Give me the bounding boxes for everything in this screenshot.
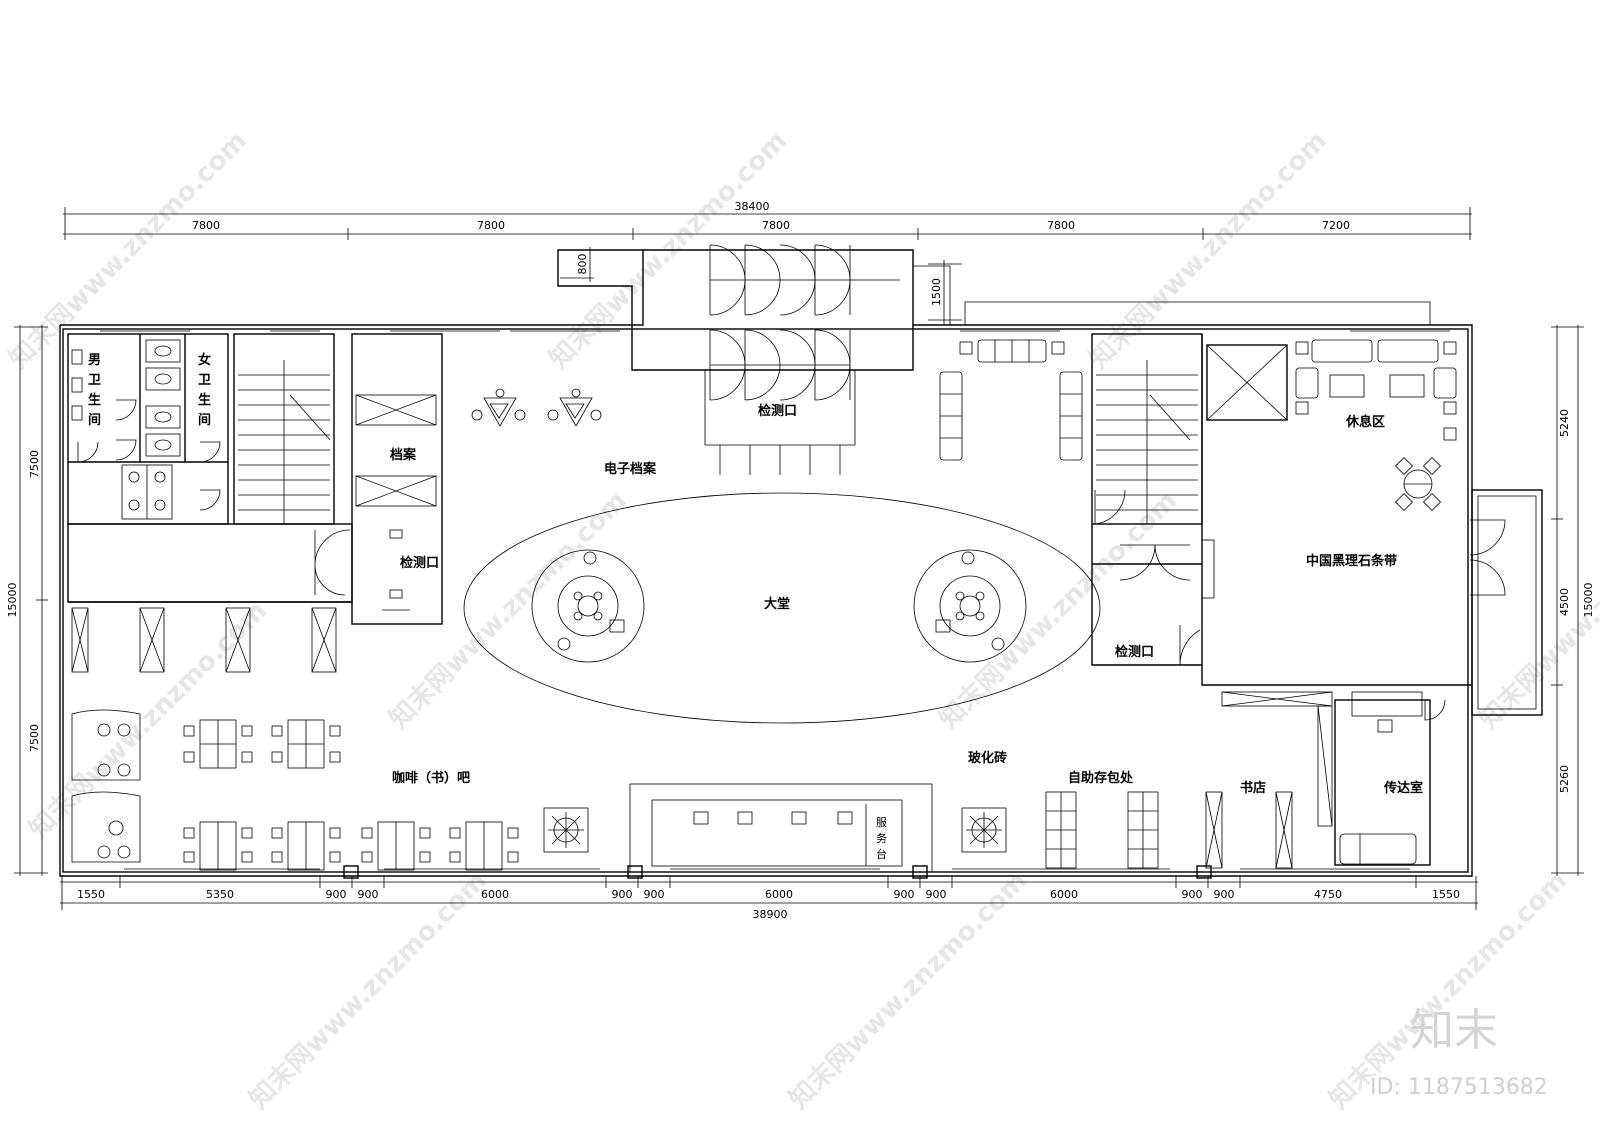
dim-total-left: 15000	[6, 583, 19, 618]
service-desk	[629, 783, 933, 873]
dimension-left: 7500 7500 15000	[6, 325, 48, 876]
id-watermark: ID: 1187513682	[1370, 1075, 1548, 1100]
room-label-checkpoint-left: 检测口	[400, 555, 439, 571]
dim-small: 800	[576, 254, 589, 275]
dim-segment: 900	[926, 888, 947, 901]
stairs-right	[1096, 360, 1198, 524]
dim-segment: 900	[644, 888, 665, 901]
dim-total-bottom: 38900	[753, 908, 788, 921]
brand-watermark: 知末	[1410, 1005, 1498, 1056]
watermark: 知末网www.znzmo.com	[384, 486, 633, 735]
room-label-tiles: 玻化砖	[968, 750, 1007, 766]
dimension-bottom: 1550 5350 900 900 6000 900 900 6000 900 …	[60, 876, 1478, 921]
room-label-lockers: 自助存包处	[1068, 770, 1134, 786]
dim-segment: 900	[612, 888, 633, 901]
watermark-layer: 知末网www.znzmo.com 知末网www.znzmo.com 知末网www…	[4, 126, 1600, 1115]
walls	[59, 249, 1543, 879]
room-label-mens-wc: 生	[88, 392, 101, 408]
dim-segment: 900	[358, 888, 379, 901]
room-label-mens-wc: 间	[88, 412, 101, 428]
dim-segment: 6000	[765, 888, 793, 901]
dim-total-right: 15000	[1582, 583, 1595, 618]
cafe-furniture	[71, 607, 519, 871]
room-label-womens-wc: 间	[198, 412, 211, 428]
dim-segment: 7800	[477, 219, 505, 232]
room-label-checkpoint-right: 检测口	[1115, 644, 1154, 660]
stairs-left	[238, 360, 331, 524]
dim-segment: 7800	[1047, 219, 1075, 232]
room-label-checkpoint-top: 检测口	[758, 403, 797, 419]
dimension-small: 800 1500	[560, 247, 962, 324]
dim-segment: 4750	[1314, 888, 1342, 901]
room-label-service-desk: 台	[876, 847, 887, 861]
doors	[77, 399, 1506, 721]
archive-shelves	[355, 394, 437, 599]
dim-segment: 900	[326, 888, 347, 901]
dim-small: 1500	[930, 278, 943, 306]
dim-segment: 6000	[481, 888, 509, 901]
room-label-mens-wc: 男	[88, 353, 101, 368]
room-label-reception: 传达室	[1383, 780, 1423, 796]
lockers	[1045, 791, 1159, 869]
room-label-womens-wc: 卫	[198, 373, 211, 388]
room-label-lobby: 大堂	[764, 596, 790, 612]
dimension-top: 38400 7800 7800 7800 7800 7200	[63, 200, 1472, 240]
room-label-mens-wc: 卫	[88, 373, 101, 388]
dim-segment: 7500	[28, 724, 41, 752]
dim-segment: 7800	[762, 219, 790, 232]
dim-segment: 6000	[1050, 888, 1078, 901]
dim-segment: 5260	[1558, 765, 1571, 793]
sofa-area	[939, 339, 1083, 461]
dim-segment: 7500	[28, 450, 41, 478]
dim-segment: 900	[1214, 888, 1235, 901]
lounge-furniture	[1201, 339, 1457, 599]
dim-total-top: 38400	[735, 200, 770, 213]
dim-segment: 4500	[1558, 588, 1571, 616]
room-label-bookstore: 书店	[1240, 780, 1266, 796]
room-label-womens-wc: 生	[198, 392, 211, 408]
room-label-service-desk: 服	[876, 816, 887, 829]
dim-segment: 5240	[1558, 409, 1571, 437]
planters	[543, 807, 1007, 853]
room-label-marble-strip: 中国黑理石条带	[1306, 553, 1397, 569]
room-label-service-desk: 务	[876, 832, 887, 845]
watermark: 知末网www.znzmo.com	[1084, 126, 1333, 375]
room-label-e-archive: 电子档案	[604, 461, 657, 477]
bookstore-shelves	[1205, 691, 1333, 869]
lobby-furniture	[382, 388, 1101, 724]
dim-segment: 5350	[206, 888, 234, 901]
room-label-womens-wc: 女	[198, 352, 211, 368]
watermark: 知末网www.znzmo.com	[4, 126, 253, 375]
watermark: 知末网www.znzmo.com	[934, 486, 1183, 735]
entrance-doors	[704, 244, 900, 475]
room-label-archive: 档案	[390, 447, 417, 463]
dim-segment: 1550	[77, 888, 105, 901]
room-label-cafe: 咖啡（书）吧	[392, 770, 470, 786]
dim-segment: 7200	[1322, 219, 1350, 232]
dimension-right: 5240 4500 5260 15000	[1551, 325, 1595, 876]
dim-segment: 7800	[192, 219, 220, 232]
reception-furniture	[1339, 691, 1423, 865]
room-label-lounge: 休息区	[1345, 414, 1385, 430]
dim-segment: 1550	[1432, 888, 1460, 901]
room-labels: 男 卫 生 间 女 卫 生 间 档案 电子档案 检测口 检测口 检测口 大堂 休…	[88, 352, 1423, 861]
dim-segment: 900	[1182, 888, 1203, 901]
restroom-fixtures	[71, 339, 181, 520]
dim-segment: 900	[894, 888, 915, 901]
